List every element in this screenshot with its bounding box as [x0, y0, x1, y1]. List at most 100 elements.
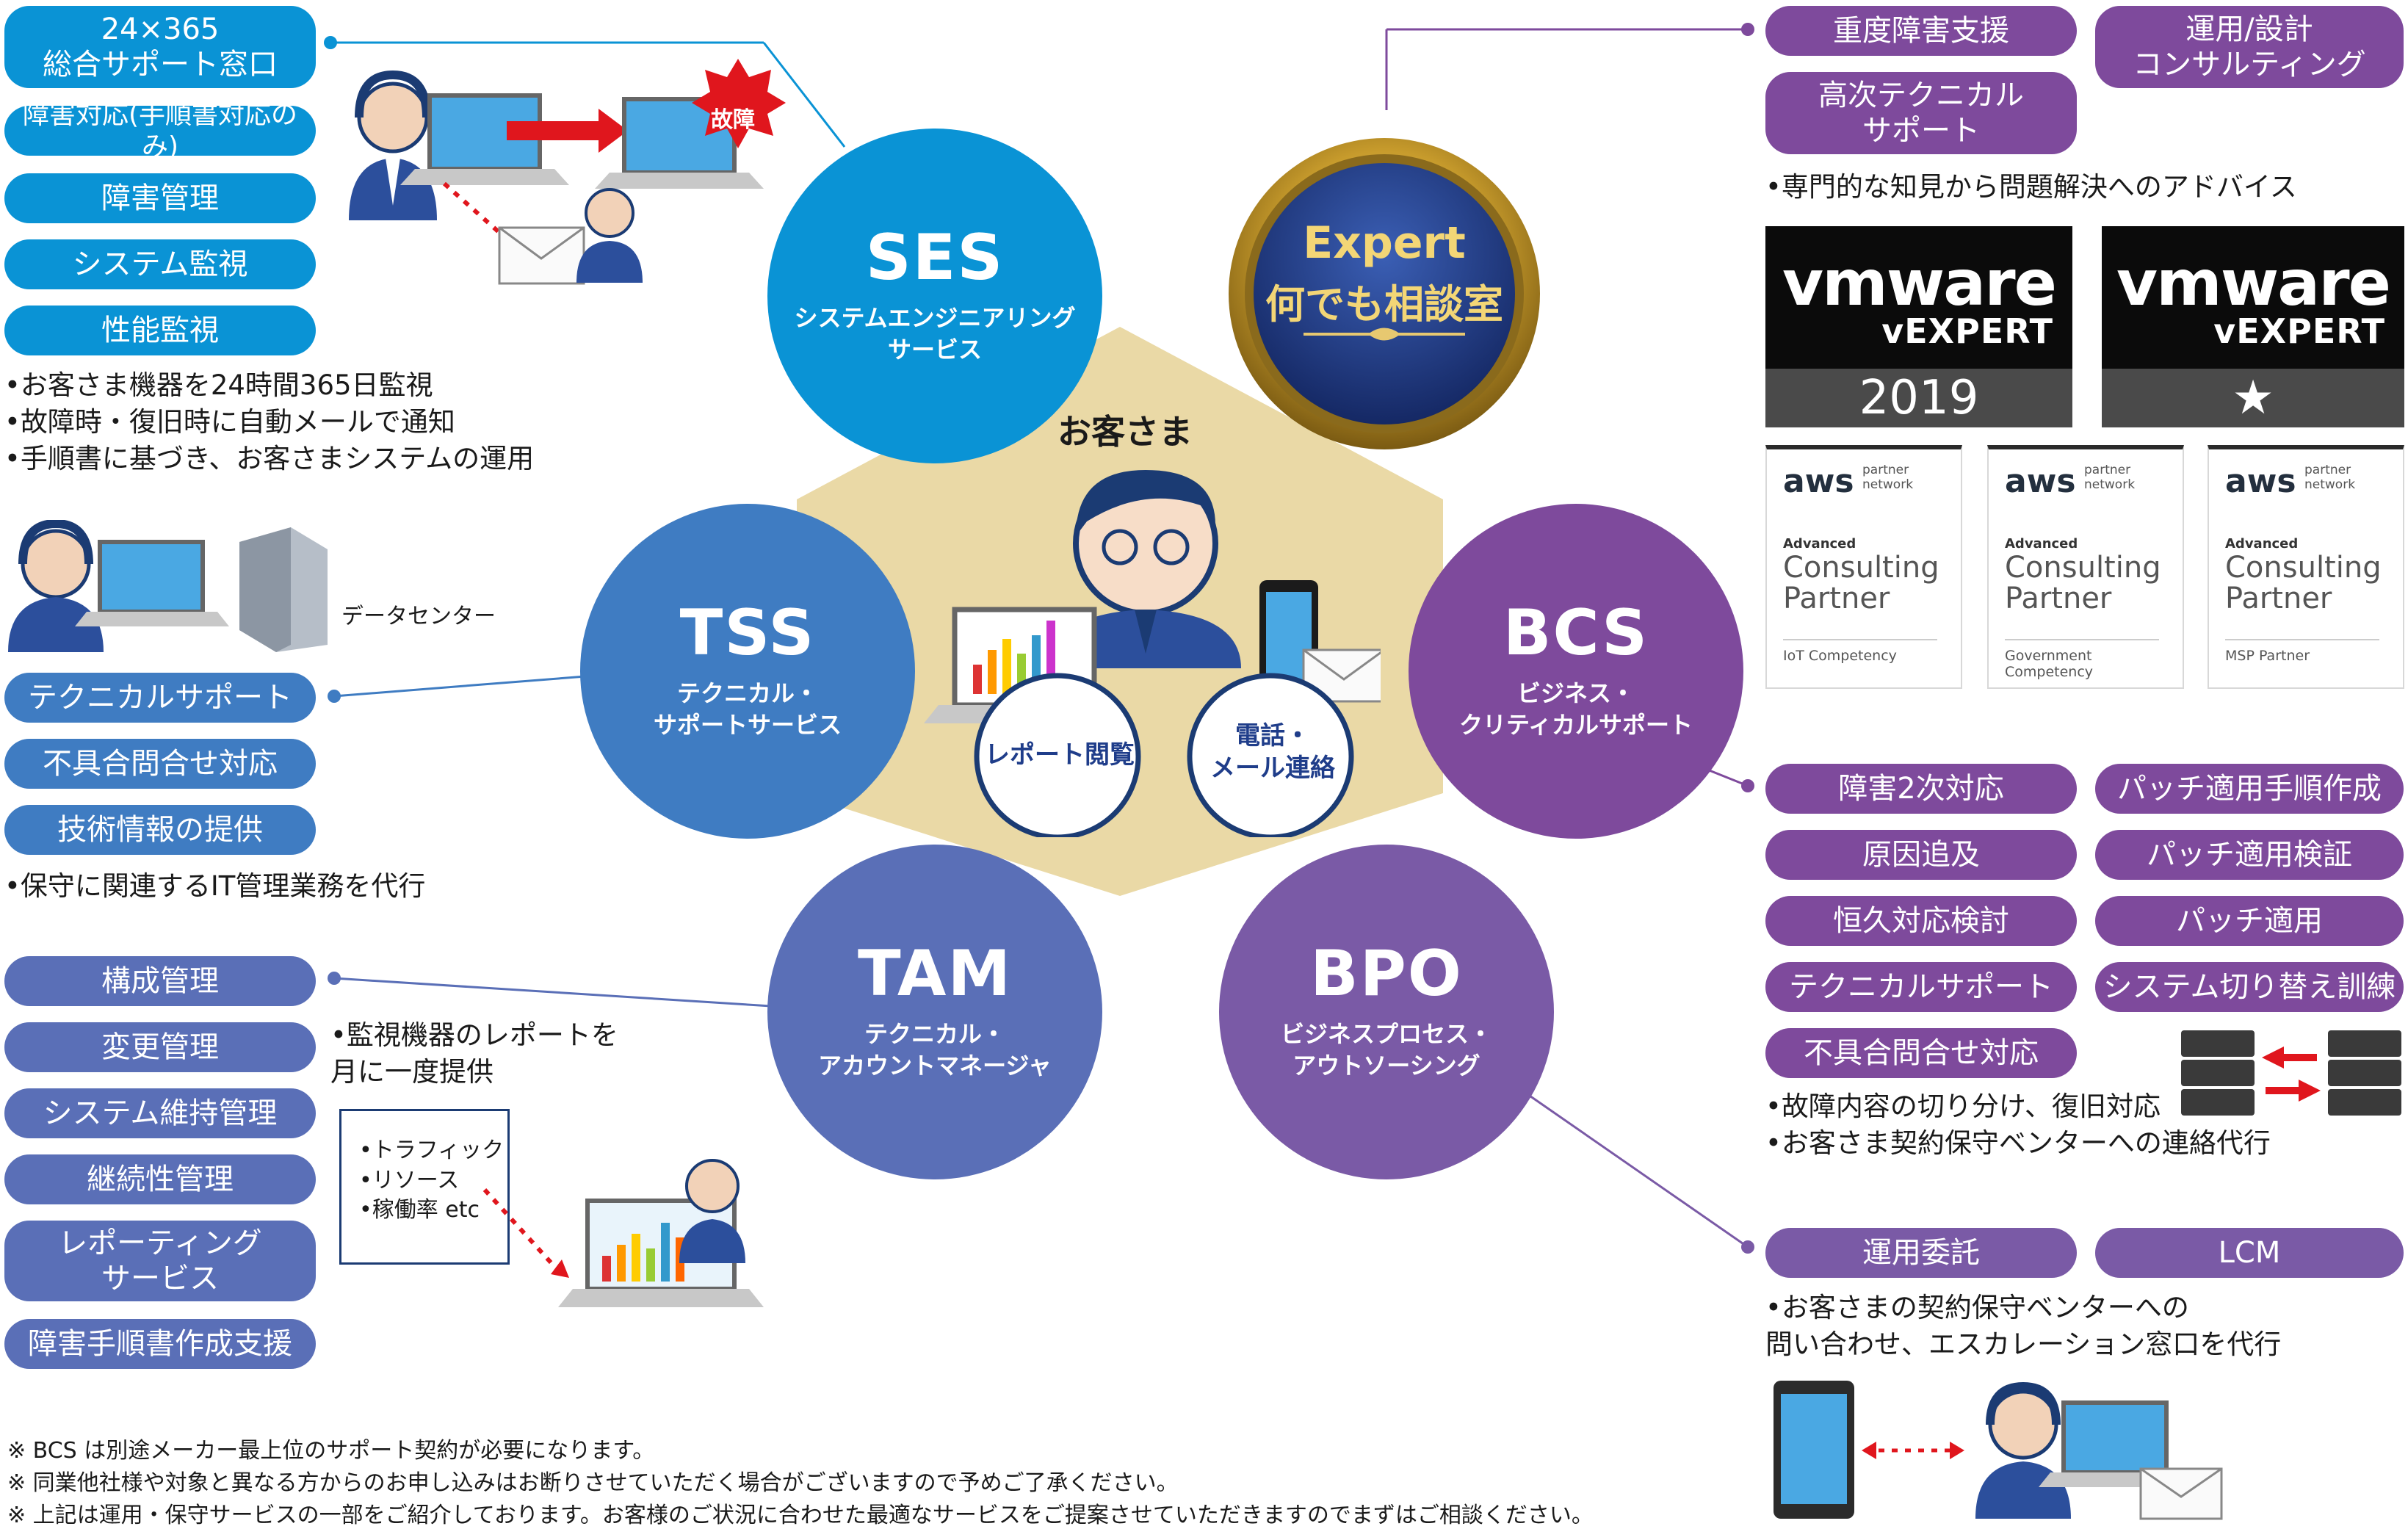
tam-bullets: •監視機器のレポートを 月に一度提供	[330, 1019, 618, 1088]
aws-competency: IoT Competency	[1783, 639, 1937, 664]
bcs-pill: テクニカルサポート	[1765, 962, 2077, 1012]
bcs-pill: 不具合問合せ対応	[1765, 1028, 2077, 1078]
bcs-abbr: BCS	[1503, 596, 1649, 670]
bpo-circle: BPO ビジネスプロセス・ アウトソーシング	[1219, 845, 1554, 1179]
footnote: ※ BCS は別途メーカー最上位のサポート契約が必要になります。	[7, 1438, 655, 1464]
expert-pill: 運用/設計 コンサルティング	[2095, 6, 2404, 88]
bcs-circle: BCS ビジネス・ クリティカルサポート	[1409, 504, 1743, 839]
aws-logo: aws	[1783, 463, 1854, 500]
tss-full-name: テクニカル・ サポートサービス	[653, 679, 842, 739]
ses-illustration	[349, 59, 786, 285]
aws-advanced: Advanced	[2225, 536, 2299, 552]
tss-abbr: TSS	[679, 596, 816, 670]
vmware-logo: vmware	[1782, 247, 2057, 320]
connector-dot	[1741, 1240, 1754, 1254]
connector-dot	[328, 972, 341, 985]
ses-pill: 障害対応(手順書対応のみ)	[4, 100, 316, 162]
bcs-pill: パッチ適用	[2095, 896, 2404, 946]
bcs-bullets: •故障内容の切り分け、復旧対応 •お客さま契約保守ベンターへの連絡代行	[1765, 1091, 2271, 1159]
ses-full-name: システムエンジニアリング サービス	[794, 303, 1076, 364]
tss-pill: 技術情報の提供	[4, 805, 316, 855]
footnote: ※ 同業他社様や対象と異なる方からのお申し込みはお断りさせていただく場合がござい…	[7, 1470, 1179, 1496]
contact-label: 電話・ メール連絡	[1210, 721, 1335, 784]
aws-logo: aws	[2005, 463, 2076, 500]
customer-label: お客さま	[1057, 412, 1193, 452]
tam-pill: 継続性管理	[4, 1154, 316, 1204]
report-items: •トラフィック •リソース •稼働率 etc	[359, 1138, 505, 1223]
bcs-pill: 原因追及	[1765, 830, 2077, 880]
bpo-pill: 運用委託	[1765, 1228, 2077, 1278]
expert-line2: 何でも相談室	[1265, 281, 1503, 328]
tss-illustration	[8, 520, 328, 652]
bpo-illustration	[1774, 1381, 2223, 1520]
bpo-abbr: BPO	[1310, 936, 1463, 1011]
footnote: ※ 上記は運用・保守サービスの一部をご紹介しております。お客様のご状況に合わせた…	[7, 1503, 1594, 1528]
aws-consulting-partner: Consulting Partner	[2225, 551, 2382, 615]
bcs-pill: 障害2次対応	[1765, 764, 2077, 814]
datacenter-label: データセンター	[341, 604, 496, 629]
vexpert-star: ★	[2102, 369, 2404, 427]
aws-competency: MSP Partner	[2225, 639, 2379, 664]
expert-pill: 高次テクニカル サポート	[1765, 72, 2077, 154]
bcs-pill: システム切り替え訓練	[2095, 962, 2404, 1012]
bpo-full-name: ビジネスプロセス・ アウトソーシング	[1280, 1019, 1492, 1080]
tss-circle: TSS テクニカル・ サポートサービス	[580, 504, 915, 839]
tss-pill: テクニカルサポート	[4, 673, 316, 723]
bcs-full-name: ビジネス・ クリティカルサポート	[1458, 679, 1693, 739]
ses-pill: システム監視	[4, 239, 316, 289]
vexpert-year: 2019	[1765, 369, 2072, 427]
tss-pill: 不具合問合せ対応	[4, 739, 316, 789]
tam-pill: 障害手順書作成支援	[4, 1319, 316, 1369]
connector-dot	[328, 690, 341, 703]
ses-pill: 24×365 総合サポート窓口	[4, 6, 316, 88]
aws-badge: aws partner network Advanced Consulting …	[1765, 445, 1962, 689]
tam-pill: 変更管理	[4, 1022, 316, 1072]
expert-pill: 重度障害支援	[1765, 6, 2077, 56]
aws-badge: aws partner network Advanced Consulting …	[2208, 445, 2404, 689]
vexpert-label: vEXPERT	[2213, 311, 2385, 351]
report-view-label: レポート閲覧	[985, 740, 1135, 770]
ses-abbr: SES	[865, 220, 1005, 294]
tam-abbr: TAM	[857, 936, 1013, 1011]
connector-dot	[1741, 23, 1754, 36]
vexpert-label: vEXPERT	[1881, 311, 2053, 351]
report-document: •トラフィック •リソース •稼働率 etc	[339, 1109, 510, 1265]
tam-full-name: テクニカル・ アカウントマネージャ	[818, 1019, 1052, 1080]
tam-circle: TAM テクニカル・ アカウントマネージャ	[767, 845, 1102, 1179]
tam-pill: 構成管理	[4, 956, 316, 1006]
expert-bullets: •専門的な知見から問題解決へのアドバイス	[1765, 171, 2297, 203]
ses-bullets: •お客さま機器を24時間365日監視 •故障時・復旧時に自動メールで通知 •手順…	[4, 369, 535, 474]
ses-pill: 性能監視	[4, 306, 316, 355]
customer-illustration	[924, 470, 1381, 837]
aws-badge: aws partner network Advanced Consulting …	[1987, 445, 2184, 689]
connector-dot	[1741, 779, 1754, 792]
connector-dot	[324, 36, 337, 49]
ses-circle: SES システムエンジニアリング サービス	[767, 129, 1102, 463]
bpo-bullets: •お客さまの契約保守ベンターへの 問い合わせ、エスカレーション窓口を代行	[1765, 1292, 2282, 1360]
aws-partner-network: partner network	[1862, 463, 1914, 493]
aws-consulting-partner: Consulting Partner	[2005, 551, 2161, 615]
aws-consulting-partner: Consulting Partner	[1783, 551, 1939, 615]
aws-partner-network: partner network	[2304, 463, 2356, 493]
aws-partner-network: partner network	[2084, 463, 2136, 493]
aws-logo: aws	[2225, 463, 2296, 500]
tam-illustration	[482, 1159, 764, 1307]
vmware-badge: vmware vEXPERT 2019	[1765, 226, 2072, 427]
ses-pill: 障害管理	[4, 173, 316, 223]
vmware-logo: vmware	[2116, 247, 2391, 320]
bcs-pill: パッチ適用手順作成	[2095, 764, 2404, 814]
vmware-badge: vmware vEXPERT ★	[2102, 226, 2404, 427]
bcs-pill: 恒久対応検討	[1765, 896, 2077, 946]
expert-line1: Expert	[1303, 217, 1466, 269]
aws-advanced: Advanced	[1783, 536, 1856, 552]
fault-label: 故障	[711, 107, 755, 133]
aws-competency: Government Competency	[2005, 639, 2159, 680]
bcs-pill: パッチ適用検証	[2095, 830, 2404, 880]
tam-pill: レポーティング サービス	[4, 1221, 316, 1301]
server-switch-illustration	[2181, 1030, 2401, 1116]
aws-advanced: Advanced	[2005, 536, 2078, 552]
bpo-pill: LCM	[2095, 1228, 2404, 1278]
tss-bullets: •保守に関連するIT管理業務を代行	[4, 870, 426, 902]
tam-pill: システム維持管理	[4, 1088, 316, 1138]
